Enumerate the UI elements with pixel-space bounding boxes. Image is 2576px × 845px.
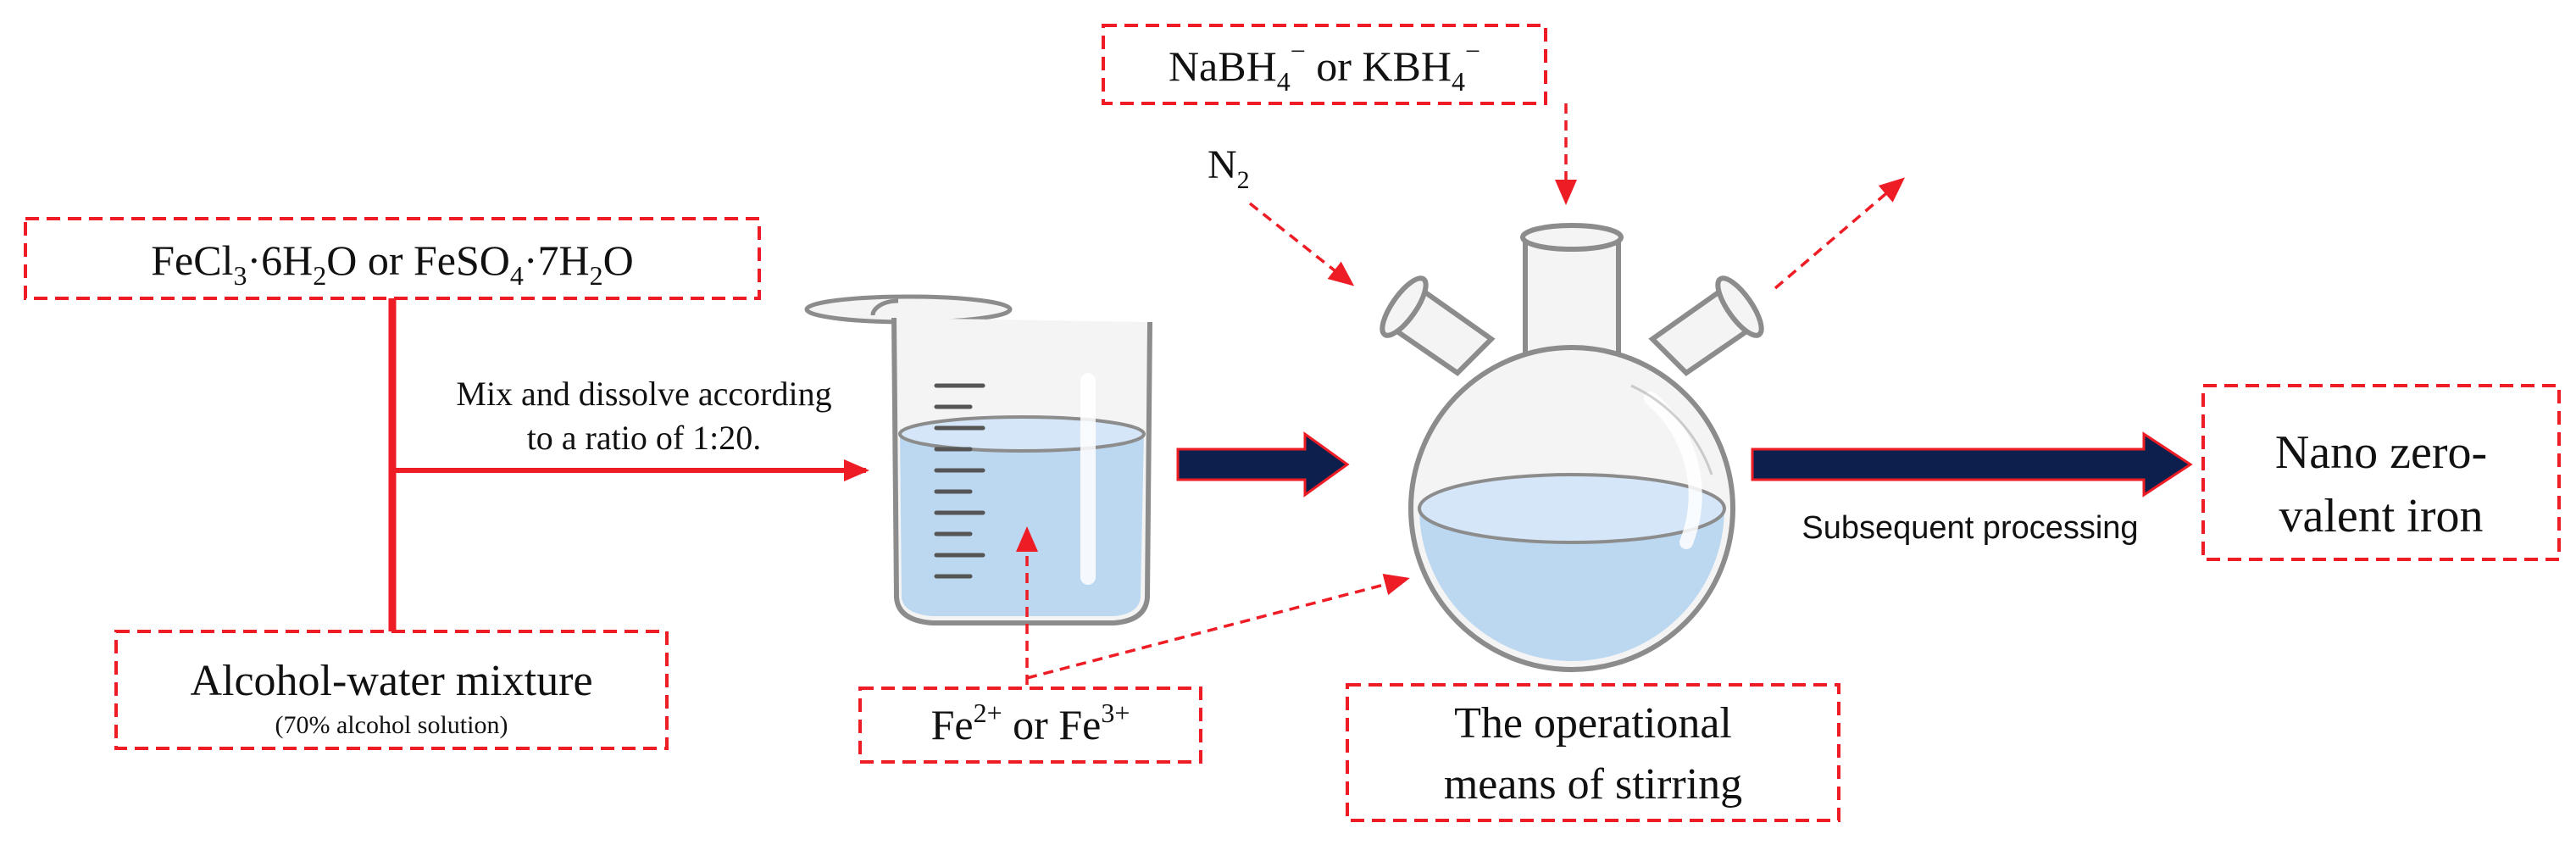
- navy-arrow-2: [1751, 431, 2193, 498]
- svg-text:NaBH4− or KBH4−: NaBH4− or KBH4−: [1169, 36, 1480, 97]
- product-box: Nano zero- valent iron: [2201, 384, 2561, 561]
- iron-salt-a-sub: 3: [233, 260, 247, 291]
- iron-salt-e: O: [603, 236, 634, 284]
- reductant-b: or KBH: [1306, 42, 1452, 90]
- iron-salt-b-sub: 2: [313, 260, 326, 291]
- ion-fe3-sup: 3+: [1101, 698, 1130, 728]
- stirring-box: The operational means of stirring: [1346, 683, 1840, 822]
- ion-fe2-sup: 2+: [974, 698, 1002, 728]
- svg-text:N2: N2: [1208, 142, 1250, 194]
- product-line1: Nano zero-: [2275, 426, 2487, 479]
- iron-salt-d: ·7H: [524, 236, 590, 284]
- ion-or: or Fe: [1002, 701, 1102, 748]
- stirring-line1: The operational: [1454, 699, 1732, 748]
- product-line2: valent iron: [2279, 490, 2483, 542]
- n2-inlet-arrow: [1248, 202, 1355, 286]
- iron-salt-d-sub: 2: [590, 260, 603, 291]
- processing-label: Subsequent processing: [1802, 510, 2138, 546]
- reductant-a-sub: 4: [1277, 66, 1291, 97]
- iron-salt-c: O or FeSO: [326, 236, 510, 284]
- solvent-note: (70% alcohol solution): [275, 711, 508, 739]
- reductant-a-sup: −: [1291, 36, 1306, 66]
- iron-salt-box: FeCl3·6H2O or FeSO4·7H2O: [24, 217, 761, 300]
- navy-arrow-1: [1176, 431, 1350, 498]
- reductant-a: NaBH: [1169, 42, 1277, 90]
- three-neck-flask-icon: [1380, 223, 1764, 672]
- solvent-title: Alcohol-water mixture: [190, 657, 592, 705]
- mix-label-line2: to a ratio of 1:20.: [527, 419, 762, 457]
- gas-n-sub: 2: [1237, 166, 1250, 194]
- stirring-line2: means of stirring: [1444, 760, 1742, 809]
- solvent-box: Alcohol-water mixture (70% alcohol solut…: [114, 630, 669, 750]
- reductant-box: NaBH4− or KBH4−: [1102, 24, 1547, 105]
- reductant-b-sub: 4: [1452, 66, 1465, 97]
- svg-text:FeCl3·6H2O or FeSO4·7H2O: FeCl3·6H2O or FeSO4·7H2O: [151, 236, 634, 291]
- reductant-b-sup: −: [1465, 36, 1480, 66]
- ion-fe2: Fe: [931, 701, 974, 748]
- gas-n: N: [1208, 142, 1237, 187]
- svg-text:Fe2+ or Fe3+: Fe2+ or Fe3+: [931, 698, 1130, 748]
- iron-salt-b: ·6H: [247, 236, 313, 284]
- beaker-icon: [804, 294, 1152, 625]
- mix-label-line1: Mix and dissolve according: [456, 375, 831, 413]
- gas-outlet-arrow: [1774, 177, 1906, 290]
- mixing-connector: [388, 298, 869, 631]
- iron-salt-c-sub: 4: [510, 260, 524, 291]
- ions-connector: [1016, 526, 1410, 685]
- ions-box: Fe2+ or Fe3+: [858, 687, 1202, 764]
- iron-salt-a: FeCl: [151, 236, 233, 284]
